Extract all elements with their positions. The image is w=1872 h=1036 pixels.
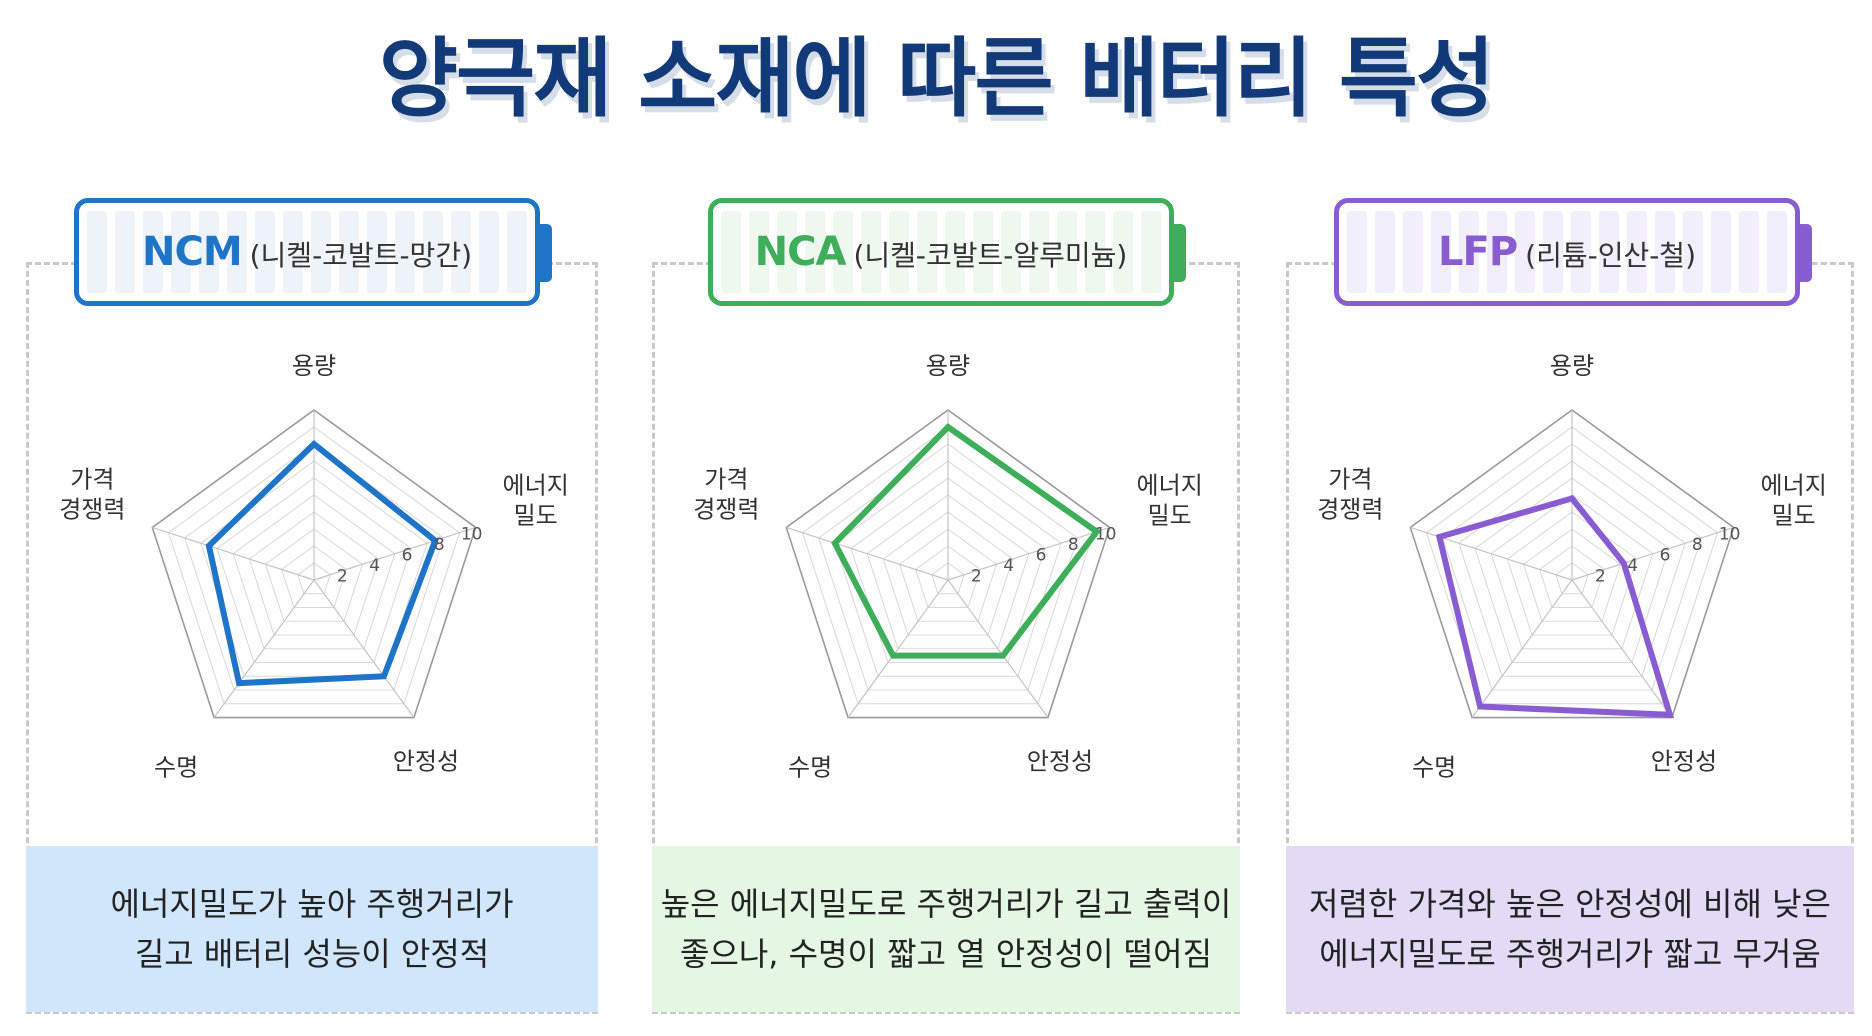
tick-label: 6	[402, 545, 413, 565]
description-line-2: 길고 배터리 성능이 안정적	[134, 935, 490, 973]
tick-label: 8	[1692, 535, 1703, 555]
series-polygon	[831, 423, 1102, 659]
description-nca: 높은 에너지밀도로 주행거리가 길고 출력이 좋으나, 수명이 짧고 열 안정성…	[652, 846, 1240, 1012]
badge-name: (니켈-코발트-알루미늄)	[853, 239, 1128, 272]
series-polygon	[1435, 494, 1675, 718]
description-line-2: 에너지밀도로 주행거리가 짧고 무거움	[1319, 935, 1821, 973]
battery-cap	[1174, 224, 1186, 282]
battery-cap	[540, 224, 552, 282]
battery-badge-lfp: LFP (리튬-인산-철)	[1334, 198, 1800, 306]
tick-label: 2	[971, 566, 982, 586]
description-ncm: 에너지밀도가 높아 주행거리가 길고 배터리 성능이 안정적	[26, 846, 598, 1012]
tick-label: 4	[1003, 556, 1014, 576]
battery-badge-ncm: NCM (니켈-코발트-망간)	[74, 198, 540, 306]
tick-label: 8	[434, 535, 445, 555]
radar-grid	[1409, 409, 1735, 719]
description-line-2: 좋으나, 수명이 짧고 열 안정성이 떨어짐	[679, 935, 1213, 973]
badge-name: (리튬-인산-철)	[1525, 239, 1696, 272]
battery-cells	[87, 211, 527, 293]
battery-badge-nca: NCA (니켈-코발트-알루미늄)	[708, 198, 1174, 306]
tick-label: 6	[1660, 545, 1671, 565]
page-title: 양극재 소재에 따른 배터리 특성	[378, 29, 1495, 129]
tick-label: 10	[461, 524, 483, 544]
axis-label: 용량	[926, 352, 970, 380]
badge-code: LFP	[1438, 229, 1518, 275]
axis-label: 용량	[292, 352, 336, 380]
tick-label: 4	[1627, 556, 1638, 576]
description-lfp: 저렴한 가격와 높은 안정성에 비해 낮은 에너지밀도로 주행거리가 짧고 무거…	[1286, 846, 1854, 1012]
radar-grid	[151, 409, 477, 719]
badge-code: NCM	[141, 229, 243, 275]
axis-label: 안정성	[393, 748, 459, 776]
battery-cap	[1800, 224, 1812, 282]
axis-label: 안정성	[1027, 748, 1093, 776]
axis-label: 수명	[788, 754, 832, 782]
tick-label: 2	[1595, 566, 1606, 586]
axis-label: 수명	[1412, 754, 1456, 782]
axis-label: 안정성	[1651, 748, 1717, 776]
tick-label: 8	[1068, 535, 1079, 555]
tick-label: 10	[1719, 524, 1741, 544]
radar-grid	[785, 409, 1111, 719]
battery-cells	[1347, 211, 1787, 293]
series-polygon	[205, 440, 439, 687]
tick-label: 2	[337, 566, 348, 586]
description-line-1: 높은 에너지밀도로 주행거리가 길고 출력이	[660, 885, 1232, 923]
tick-label: 6	[1036, 545, 1047, 565]
tick-label: 10	[1095, 524, 1117, 544]
description-line-1: 저렴한 가격와 높은 안정성에 비해 낮은	[1309, 885, 1831, 923]
badge-code: NCA	[754, 229, 847, 275]
battery-cells	[721, 211, 1161, 293]
badge-name: (니켈-코발트-망간)	[249, 239, 473, 272]
axis-label: 용량	[1550, 352, 1594, 380]
description-line-1: 에너지밀도가 높아 주행거리가	[110, 885, 514, 923]
axis-label: 수명	[154, 754, 198, 782]
tick-label: 4	[369, 556, 380, 576]
